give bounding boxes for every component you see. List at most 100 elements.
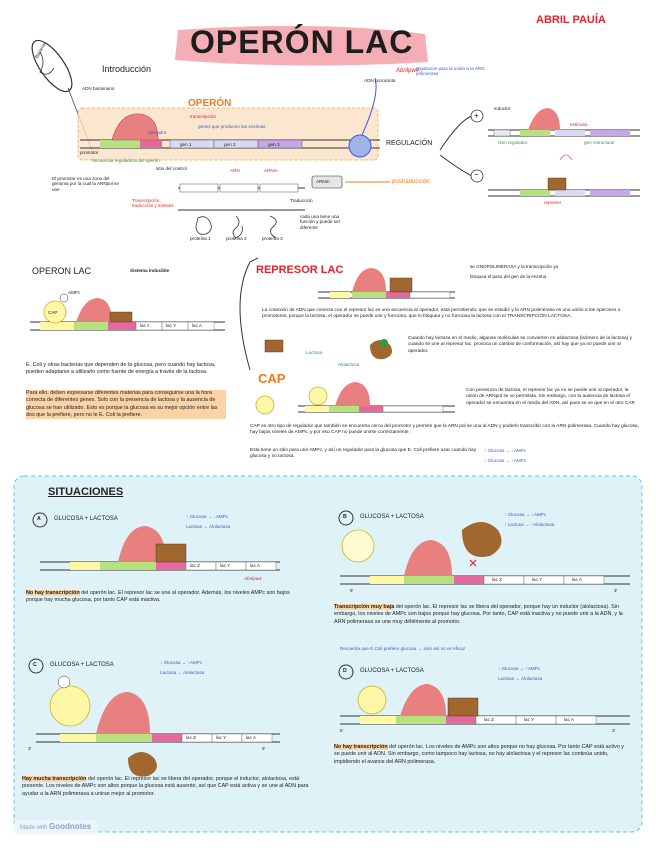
- situation-a-laca: lac A: [250, 563, 260, 568]
- situation-a-dna: [40, 526, 280, 571]
- situation-c-letter: C: [33, 662, 37, 668]
- situation-b-title: GLUCOSA + LACTOSA: [360, 514, 424, 520]
- intro-heading: Introducción: [102, 64, 152, 74]
- situation-c-lacy: lac Y: [216, 735, 227, 740]
- mrna-lines: [178, 175, 390, 211]
- gen3-label: gen 3: [268, 142, 280, 147]
- cada-una-note: cada una tiene una función y puede ser d…: [300, 214, 341, 230]
- plus-sign: +: [474, 111, 479, 120]
- situation-d-legend1: ↓ Glucosa → ↑AMPc: [498, 666, 541, 671]
- situaciones-heading: SITUACIONES: [48, 486, 124, 498]
- situation-c-text-hl: Hay mucha transcripción: [22, 776, 87, 782]
- estimula-label: estimula: [570, 122, 588, 127]
- situation-c-three: 5': [262, 746, 266, 751]
- situation-c-lacz: lac Z: [186, 735, 196, 740]
- cap-para2: CAP es otro tipo de regulador que tambié…: [250, 424, 639, 436]
- situation-c-text-body: del operón lac. El represor lac se liber…: [22, 776, 309, 797]
- traduccion-label: Traducción: [290, 198, 313, 203]
- operador-label: operador: [148, 130, 167, 135]
- represor-lac-heading: REPRESOR LAC: [256, 264, 344, 276]
- author-signature: Abrilpw4: [396, 68, 420, 74]
- situation-a-text-body: del operón lac. El represor lac se une a…: [26, 590, 290, 604]
- lac-y-label: lac Y: [166, 323, 177, 328]
- situation-b-five: 5': [350, 588, 354, 593]
- adn-bacteriano-label: ADN bacteriano: [82, 86, 115, 91]
- situation-d-lacy: lac Y: [524, 717, 535, 722]
- situation-a-text-hl: No hay transcripción: [26, 590, 80, 596]
- situation-d-laca: lac A: [564, 717, 574, 722]
- made-with-label: Made with: [20, 825, 48, 831]
- situation-b-lacy: lac Y: [532, 577, 543, 582]
- situation-c-five: 3': [28, 746, 32, 751]
- sitio-control-label: sitio del control: [156, 166, 187, 171]
- situation-b-legend1: ↑ Glucosa → ↓AMPc: [504, 512, 547, 517]
- represor-para2: Cuando hay lactosa en el medio, algunas …: [408, 336, 632, 354]
- situation-a-lacz: lac Z: [190, 563, 200, 568]
- represor-side-note1: se GNOPOLIMERASA y la transcripción ya: [470, 264, 559, 269]
- situation-a-title: GLUCOSA + LACTOSA: [54, 516, 118, 522]
- dna-cap: [255, 382, 455, 415]
- represor-label-right: represor: [544, 200, 562, 205]
- situation-letter-circles: [28, 510, 354, 680]
- situation-c-dna: [36, 675, 280, 777]
- ampc-label: AMPc: [68, 290, 81, 295]
- lactosa-label: Lactosa: [306, 350, 323, 355]
- situation-d-text-hl: No hay transcripción: [334, 744, 388, 750]
- situation-b-three: 3': [614, 588, 618, 593]
- situation-a-legend2: Lactosa → Alolactosa: [186, 524, 231, 529]
- situation-b-dna: [340, 522, 630, 585]
- postraduccion-label: postraducción: [392, 179, 430, 185]
- situation-b-note: Recuerda que E.Coli prefiere glucosa → s…: [340, 646, 466, 651]
- situation-b-text: Transcripción muy baja del operón lac. E…: [334, 604, 630, 626]
- lac-z-label: lac z: [140, 323, 150, 328]
- situation-d-dna: [340, 684, 630, 725]
- secuencia-fija-label: Secuencia reguladora del operón: [92, 158, 160, 163]
- represor-side-note2: bloquea el paso del gen de la enzima: [470, 274, 547, 279]
- author-name: ABRIL PAUÍA: [536, 14, 606, 26]
- promotor-label: promotor: [80, 150, 99, 155]
- cap-para3: Esta tiene un sitio para unir AMPc, y as…: [250, 448, 477, 460]
- proteina1-label: proteína 1: [190, 236, 211, 241]
- operon-lac-para1: E. Coli y otras bacterias que dependen d…: [26, 362, 216, 376]
- genes-label: genes que producen las enzimas: [198, 124, 266, 129]
- goodnotes-label: Goodnotes: [49, 822, 92, 831]
- dna-positive: [488, 108, 640, 137]
- page-title: OPERÓN LAC: [190, 24, 414, 60]
- cap-legend2: ↓ Glucosa → ↑AMPc: [484, 458, 527, 463]
- operon-label: OPERÓN: [188, 98, 232, 109]
- situation-a-text: No hay transcripción del operón lac. El …: [26, 590, 302, 605]
- situation-a-lacy: lac Y: [220, 563, 231, 568]
- situation-b-text-hl: Transcripción muy baja: [334, 604, 395, 610]
- situation-b-text-body: del operón lac. El represor lac se liber…: [334, 604, 623, 625]
- goodnotes-badge: Made with Goodnotes: [14, 820, 98, 834]
- situation-d-three: 3': [612, 728, 616, 733]
- cap-para1: Con presencia de lactosa, el represor la…: [466, 388, 636, 406]
- minus-sign: −: [474, 170, 479, 179]
- promotor-note: El promotor es una zona del genoma por l…: [52, 176, 119, 192]
- situation-a-letter: A: [37, 516, 41, 522]
- polimerasa-shape: [111, 113, 159, 141]
- protein-shapes: [195, 215, 277, 239]
- situation-c-text: Hay mucha transcripción del operón lac. …: [22, 776, 312, 798]
- cap-heading: CAP: [258, 371, 286, 386]
- regulacion-heading: REGULACIÓN: [386, 140, 433, 147]
- situation-c-title: GLUCOSA + LACTOSA: [50, 662, 114, 668]
- dna-operon-lac: [30, 293, 225, 331]
- proteina2-label: proteína 2: [226, 236, 247, 241]
- situation-d-title: GLUCOSA + LACTOSA: [360, 668, 424, 674]
- proteina3-label: proteína 3: [262, 236, 283, 241]
- cap-legend1: ↑ Glucosa → ↓AMPc: [484, 448, 527, 453]
- inductor-label: inductor: [494, 106, 511, 111]
- situation-c-legend1: ↓ Glucosa → ↑AMPc: [160, 660, 203, 665]
- situation-b-laca: lac A: [572, 577, 582, 582]
- lac-a-label: lac A: [192, 323, 202, 328]
- gen-regulador-label: Gen regulador: [498, 140, 528, 145]
- cap-label-small: CAP: [48, 310, 58, 315]
- situation-b-letter: B: [343, 514, 347, 520]
- situation-d-letter: D: [343, 668, 347, 674]
- situation-c-laca: lac A: [246, 735, 256, 740]
- situation-b-lacz: lac Z: [492, 577, 502, 582]
- situation-a-signature: Abrilpw4: [244, 576, 262, 581]
